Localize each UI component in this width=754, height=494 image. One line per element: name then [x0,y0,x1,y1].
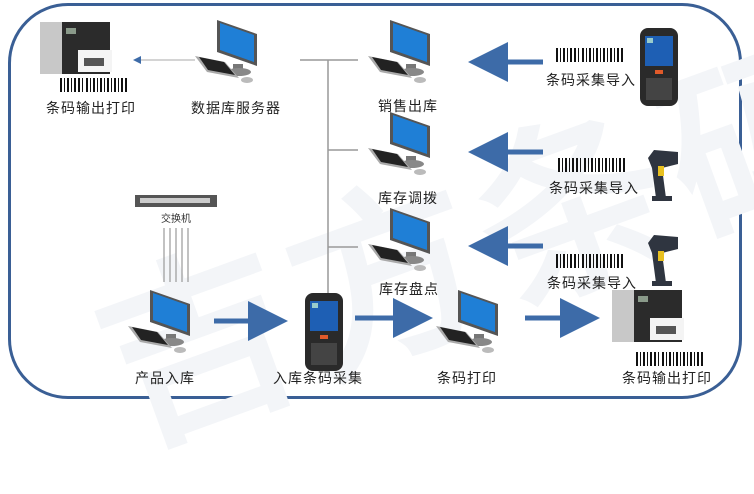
barcode-icon [60,78,127,92]
flow-arrows [214,42,600,341]
stock-transfer-pc-icon [368,112,430,175]
label-product-in: 产品入库 [135,371,195,387]
label-import-3: 条码采集导入 [547,276,637,292]
sales-out-pc-icon [368,20,430,83]
barcode-icon [556,48,623,62]
network-switch-icon [135,195,217,207]
diagram-canvas [40,20,703,371]
handheld-scanner-icon [648,235,678,286]
handheld-scanner-icon [648,150,678,201]
label-stock-transfer: 库存调拨 [378,191,438,207]
printer-bottom-icon [612,290,684,342]
label-printer-bottom: 条码输出打印 [622,371,712,387]
printer-top-icon [40,22,112,74]
label-stock-check: 库存盘点 [379,282,439,298]
switch-cables [163,228,189,282]
label-import-1: 条码采集导入 [546,73,636,89]
label-sales-out: 销售出库 [378,99,438,115]
stock-check-pc-icon [368,208,430,271]
barcode-icon [556,254,623,268]
label-switch: 交换机 [161,214,191,225]
db-server-pc-icon [195,20,257,83]
label-barcode-print: 条码打印 [437,371,497,387]
label-db-server: 数据库服务器 [191,101,281,117]
label-inbound-collect: 入库条码采集 [273,371,363,387]
label-printer-top: 条码输出打印 [46,101,136,117]
barcode-print-pc-icon [436,290,498,353]
barcode-icon [636,352,703,366]
product-in-pc-icon [128,290,190,353]
diagram-frame [8,3,742,399]
label-import-2: 条码采集导入 [549,181,639,197]
barcode-icon [558,158,625,172]
pda-scanner-icon [640,28,678,106]
inbound-pda-icon [305,293,343,371]
